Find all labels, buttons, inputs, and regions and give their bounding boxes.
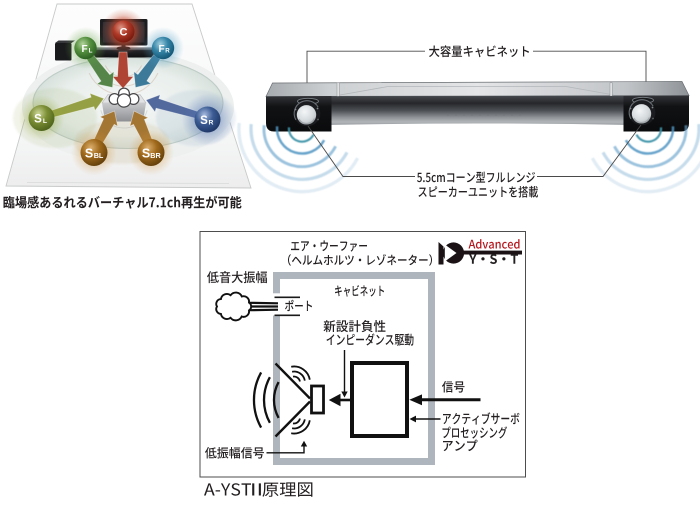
svg-text:L: L	[89, 48, 93, 55]
svg-text:S: S	[34, 114, 42, 126]
svg-text:R: R	[209, 120, 214, 127]
svg-text:F: F	[158, 44, 164, 55]
svg-text:S: S	[85, 147, 93, 161]
svg-text:C: C	[120, 27, 128, 39]
svg-text:BR: BR	[150, 151, 161, 160]
svg-text:L: L	[43, 118, 47, 125]
svg-text:R: R	[165, 48, 170, 55]
svg-text:BL: BL	[94, 151, 104, 160]
svg-text:S: S	[200, 115, 208, 127]
svg-text:S: S	[142, 147, 150, 161]
svg-text:F: F	[81, 44, 87, 55]
